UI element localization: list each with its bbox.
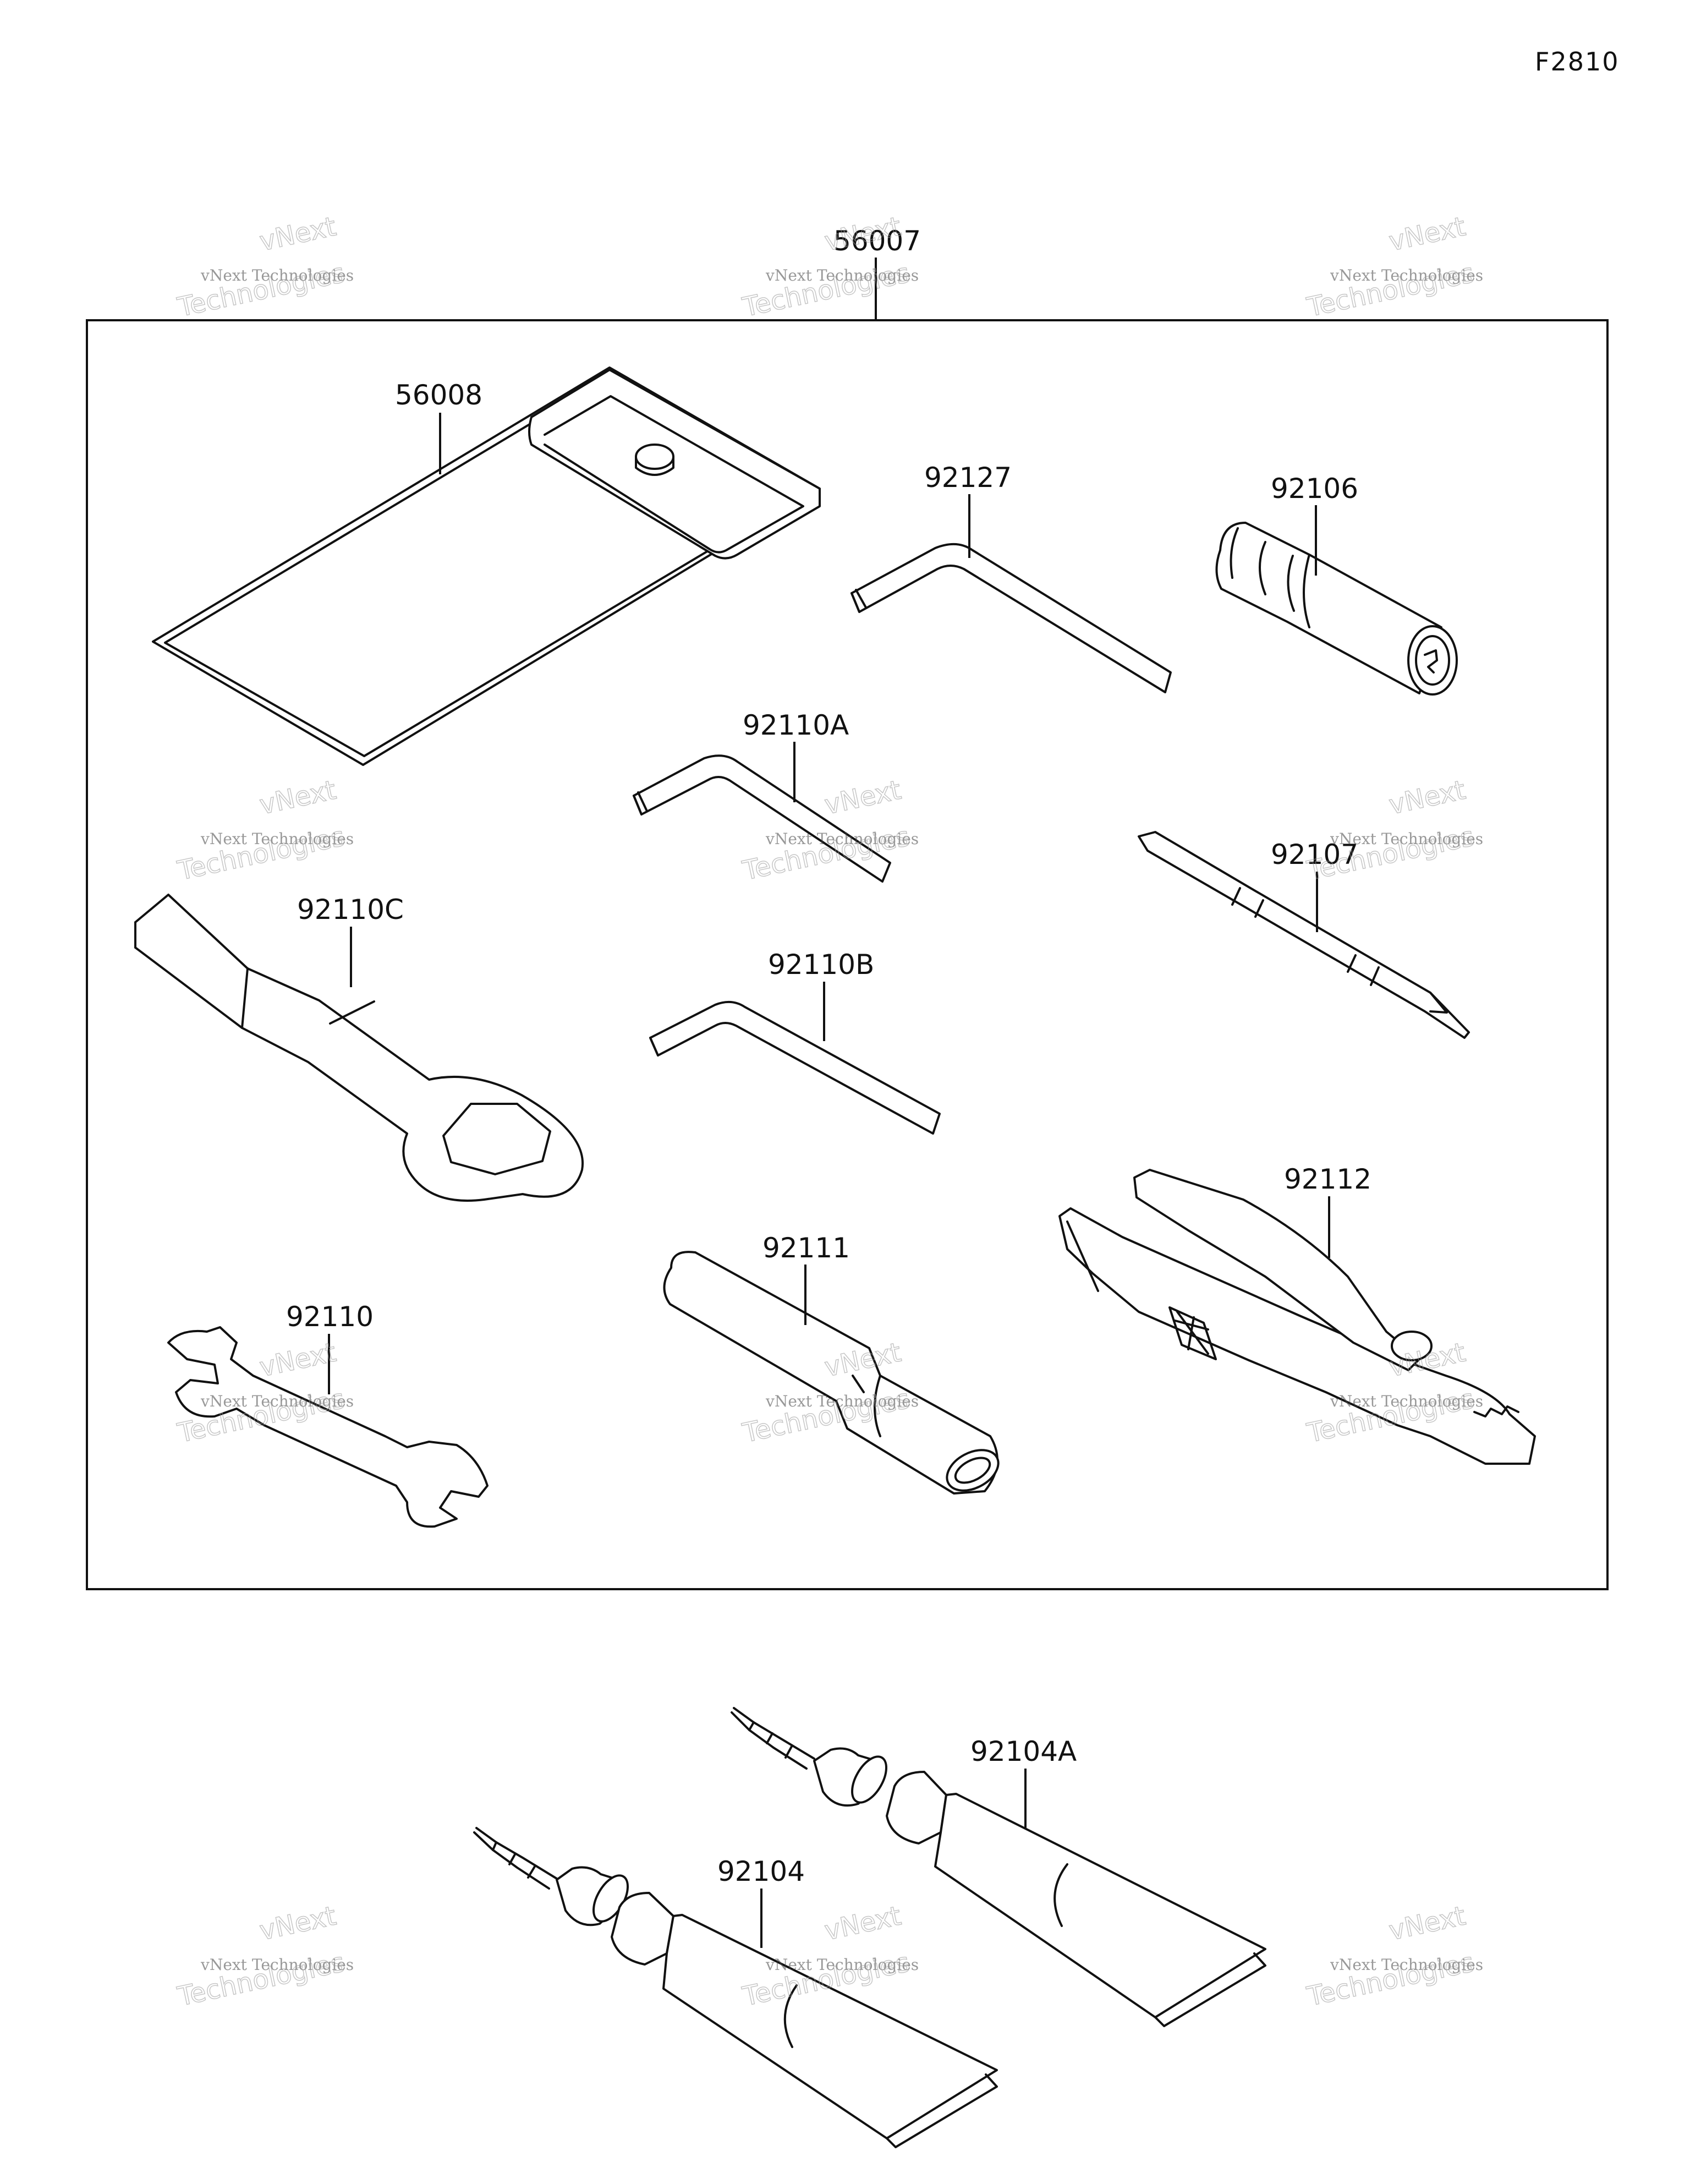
part-label-92110: 92110 [286,1301,374,1333]
tool-kit-frame [86,319,1609,1590]
part-92112[interactable]: 92112 [1058,1163,1536,1465]
part-label-92110A: 92110A [743,709,849,741]
watermark-2: vNext Technologies vNext Technologies [739,211,919,324]
part-92104A[interactable]: 92104A [731,1707,1266,2027]
part-label-92127: 92127 [924,462,1012,494]
part-92110C[interactable]: 92110C [134,894,584,1202]
svg-text:vNext: vNext [822,1901,904,1947]
part-92127[interactable]: 92127 [851,462,1172,693]
part-label-92106: 92106 [1271,473,1358,505]
svg-text:vNext Technologies: vNext Technologies [765,1392,919,1410]
watermark-10: vNext Technologies vNext Technologies [174,1900,354,2013]
part-label-92107: 92107 [1271,839,1358,871]
part-56008[interactable]: 56008 [152,366,821,766]
watermark-4: vNext Technologies vNext Technologies [174,774,354,887]
part-92104[interactable]: 92104 [473,1827,998,2148]
watermark-12: vNext Technologies vNext Technologies [1304,1900,1483,2013]
svg-text:vNext Technologies: vNext Technologies [200,1956,354,1974]
watermark-6: vNext Technologies vNext Technologies [1304,774,1483,887]
part-92110B[interactable]: 92110B [649,949,941,1135]
part-92110A[interactable]: 92110A [633,709,891,883]
svg-text:vNext: vNext [822,775,904,821]
figure-id: F2810 [1535,47,1620,76]
svg-text:vNext: vNext [257,775,339,821]
svg-text:vNext: vNext [1386,211,1468,258]
part-92110[interactable]: 92110 [167,1301,489,1528]
svg-text:vNext: vNext [257,211,339,258]
part-92111[interactable]: 92111 [663,1232,1005,1499]
part-label-92111: 92111 [762,1232,850,1264]
svg-text:vNext: vNext [257,1901,339,1947]
svg-text:vNext Technologies: vNext Technologies [200,830,354,848]
part-label-92104: 92104 [717,1855,805,1887]
part-label-92110C: 92110C [297,894,404,926]
part-label-92110B: 92110B [768,949,874,981]
svg-text:vNext Technologies: vNext Technologies [1330,1956,1483,1974]
part-label-56008: 56008 [395,379,482,411]
part-92107[interactable]: 92107 [1138,831,1470,1039]
part-92106[interactable]: 92106 [1215,473,1458,696]
svg-text:vNext Technologies: vNext Technologies [200,1392,354,1410]
svg-text:vNext Technologies: vNext Technologies [765,1956,919,1974]
svg-text:vNext Technologies: vNext Technologies [1330,1392,1483,1410]
svg-text:vNext: vNext [1386,1901,1468,1947]
part-label-92104A: 92104A [970,1736,1077,1767]
part-label-92112: 92112 [1284,1163,1371,1195]
assembly-label: 56007 [833,225,921,257]
svg-text:vNext Technologies: vNext Technologies [200,266,354,284]
svg-text:vNext Technologies: vNext Technologies [765,830,919,848]
watermark-1: vNext Technologies vNext Technologies [174,211,354,324]
svg-text:vNext Technologies: vNext Technologies [765,266,919,284]
svg-text:vNext Technologies: vNext Technologies [1330,266,1483,284]
svg-text:vNext: vNext [1386,775,1468,821]
svg-text:vNext Technologies: vNext Technologies [1330,830,1483,848]
watermark-3: vNext Technologies vNext Technologies [1304,211,1483,324]
svg-text:vNext: vNext [257,1337,339,1383]
